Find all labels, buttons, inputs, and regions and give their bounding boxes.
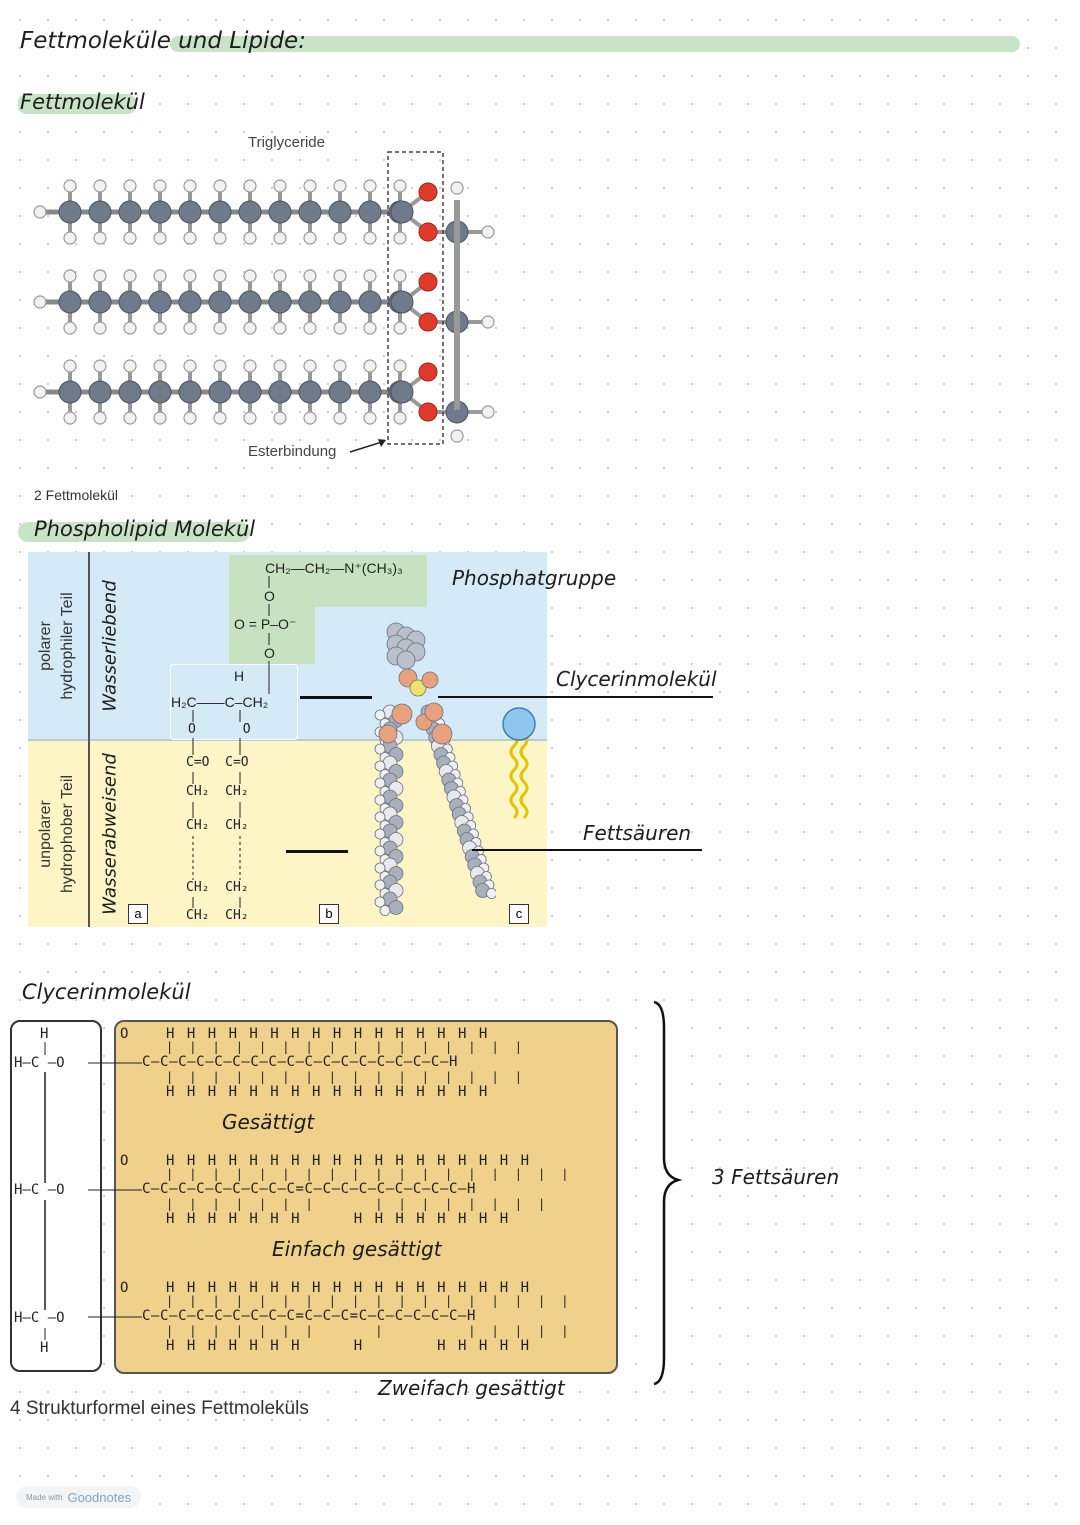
- formula-ch2-3: CH₂ CH₂: [186, 880, 249, 895]
- label-wasserabweisend: Wasserabweisend: [99, 753, 121, 915]
- fig4-caption: 4 Strukturformel eines Fettmoleküls: [10, 1398, 309, 1419]
- ester-arrow: [349, 439, 386, 453]
- phosphate-box: [229, 555, 427, 607]
- label-column-divider: [88, 552, 90, 927]
- formula-glycerol: H₂C——C–CH₂: [171, 694, 269, 710]
- section3-title: Clycerinmolekül: [22, 980, 191, 1004]
- panel-letter-a: a: [128, 904, 148, 924]
- formula-o1: O: [264, 588, 275, 604]
- chain2-top-h: H H H H H H H H H H H H H H H H H H: [166, 1153, 532, 1169]
- chain3-bottom-bars: | | | | | | | | | | | | |: [166, 1324, 573, 1338]
- section2-highlight: [18, 522, 250, 542]
- formula-co: C=O C=O: [186, 755, 249, 770]
- section1-highlight: [18, 94, 136, 114]
- formula-ch2-1: CH₂ CH₂: [186, 784, 249, 799]
- formula-h: H: [234, 668, 245, 684]
- chain3-bottom-h: H H H H H H H H H H H H H: [166, 1338, 532, 1354]
- leader-fatty-2: [472, 849, 702, 851]
- fig2-caption: 2 Fettmolekül: [34, 487, 119, 503]
- formula-oo: O O: [188, 722, 251, 737]
- glycerol-frame: [10, 1020, 102, 1372]
- formula-choline: CH₂—CH₂—N⁺(CH₃)₃: [265, 560, 403, 576]
- glycerol-bonds: [44, 1042, 142, 1340]
- phosphate-box-lower: [229, 602, 315, 664]
- annotation-fettsaeuren: Fettsäuren: [583, 821, 692, 845]
- glycerol-h-bottom: H: [40, 1340, 49, 1356]
- formula-po: O = P–O⁻: [234, 616, 297, 632]
- triglyceride-model: [33, 151, 495, 445]
- chain1-bottom-h: H H H H H H H H H H H H H H H H: [166, 1084, 490, 1100]
- chain1-main: C–C–C–C–C–C–C–C–C–C–C–C–C–C–C–C–C–H: [142, 1054, 459, 1070]
- triglyceride-label: Triglyceride: [248, 134, 325, 151]
- chain3-label: Zweifach gesättigt: [378, 1376, 565, 1400]
- chain2-bottom-h: H H H H H H H H H H H H H H H: [166, 1211, 511, 1227]
- formula-bonds: [192, 576, 270, 908]
- zone-divider: [28, 739, 547, 741]
- leader-fatty-1: [286, 850, 348, 853]
- annotation-phosphatgruppe: Phosphatgruppe: [452, 566, 617, 590]
- glycerol-row-2: H–C –O: [14, 1182, 65, 1198]
- glycerol-h-top: H: [40, 1026, 49, 1042]
- chain2-o: O: [120, 1153, 129, 1169]
- chain2-label: Einfach gesättigt: [272, 1237, 442, 1261]
- label-hydrophilic: hydrophiler Teil: [59, 592, 76, 700]
- chain1-top-h: H H H H H H H H H H H H H H H H: [166, 1026, 490, 1042]
- curly-brace: [653, 1000, 683, 1386]
- goodnotes-badge: Made with Goodnotes: [16, 1486, 142, 1508]
- section1-title: Fettmolekül: [20, 90, 145, 114]
- leader-glycerol-2: [438, 696, 713, 698]
- chain2-top-bars: | | | | | | | | | | | | | | | | | |: [166, 1167, 573, 1181]
- title-highlight: [170, 36, 1020, 52]
- annotation-glycerin: Clycerinmolekül: [556, 667, 717, 691]
- simplified-model: [502, 707, 536, 820]
- label-hydrophobic: hydrophober Teil: [59, 774, 76, 894]
- chain3-main: C–C–C–C–C–C–C–C–C=C–C–C=C–C–C–C–C–C–H: [142, 1308, 477, 1324]
- glycerol-row-1: H–C –O: [14, 1055, 65, 1071]
- leader-glycerol-1: [300, 696, 372, 699]
- chain2-main: C–C–C–C–C–C–C–C–C=C–C–C–C–C–C–C–C–C–H: [142, 1181, 477, 1197]
- formula-o2: O: [264, 645, 275, 661]
- page-title: Fettmoleküle und Lipide:: [20, 28, 306, 54]
- chain2-bottom-bars: | | | | | | | | | | | | | | |: [166, 1197, 550, 1211]
- formula-ch2-4: CH₂ CH₂: [186, 908, 249, 923]
- panel-letter-c: c: [509, 904, 529, 924]
- glycerol-box: [170, 664, 298, 740]
- label-polar: polarer: [37, 621, 54, 671]
- goodnotes-brand: Goodnotes: [67, 1489, 132, 1505]
- chain1-bottom-bars: | | | | | | | | | | | | | | | |: [166, 1070, 527, 1084]
- formula-ch2-2: CH₂ CH₂: [186, 818, 249, 833]
- made-with-text: Made with: [26, 1492, 63, 1502]
- chain1-top-bars: | | | | | | | | | | | | | | | |: [166, 1040, 527, 1054]
- panel-letter-b: b: [319, 904, 339, 924]
- section2-title: Phospholipid Molekül: [34, 517, 256, 541]
- space-filling-model: [374, 622, 496, 916]
- chain1-label: Gesättigt: [222, 1110, 315, 1134]
- chain1-o: O: [120, 1026, 129, 1042]
- label-unpolar: unpolarer: [37, 800, 54, 868]
- fatty-acid-frame: [114, 1020, 618, 1374]
- label-wasserliebend: Wasserliebend: [99, 580, 121, 712]
- chain3-top-bars: | | | | | | | | | | | | | | | | | |: [166, 1294, 573, 1308]
- chain3-o: O: [120, 1280, 129, 1296]
- chain3-top-h: H H H H H H H H H H H H H H H H H H: [166, 1280, 532, 1296]
- brace-label: 3 Fettsäuren: [712, 1165, 840, 1189]
- phospholipid-figure: polarer hydrophiler Teil Wasserliebend u…: [28, 552, 547, 927]
- glycerol-row-3: H–C –O: [14, 1310, 65, 1326]
- ester-label: Esterbindung: [248, 443, 337, 460]
